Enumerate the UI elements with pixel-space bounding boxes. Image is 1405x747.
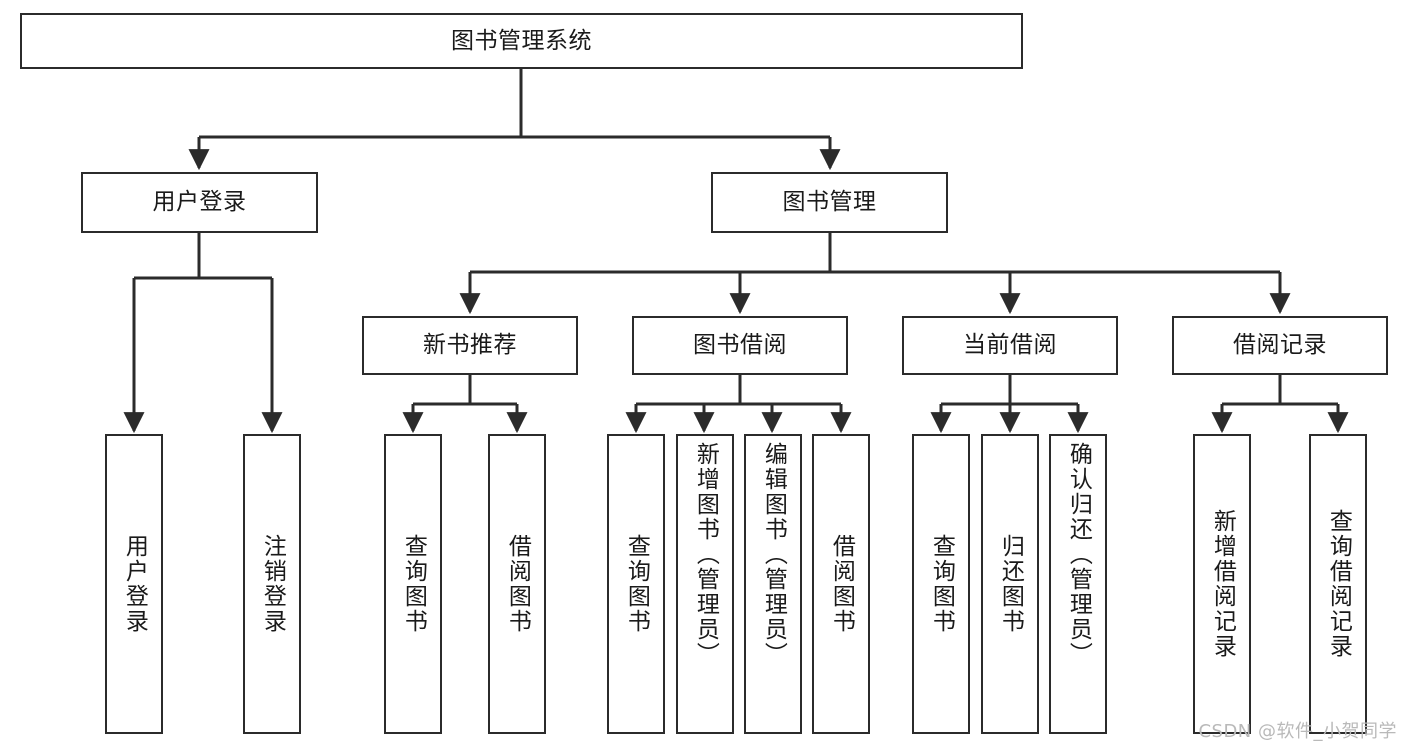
node-leaf-edit-book-label: 编辑图书（管理员） <box>760 442 787 667</box>
node-user-login[interactable]: 用户登录 <box>81 172 318 233</box>
node-leaf-query-book-2-label: 查询图书 <box>623 534 650 634</box>
node-leaf-add-record-label: 新增借阅记录 <box>1209 509 1236 659</box>
node-book-borrow-label: 图书借阅 <box>693 332 787 359</box>
node-book-manage[interactable]: 图书管理 <box>711 172 948 233</box>
node-leaf-query-record-label: 查询借阅记录 <box>1325 509 1352 659</box>
node-leaf-confirm-return-label: 确认归还（管理员） <box>1065 442 1092 667</box>
csdn-watermark: CSDN @软件_小贺同学 <box>1198 721 1397 742</box>
node-borrow-record-label: 借阅记录 <box>1233 332 1327 359</box>
node-leaf-confirm-return[interactable]: 确认归还（管理员） <box>1049 434 1107 734</box>
node-leaf-return-book[interactable]: 归还图书 <box>981 434 1039 734</box>
node-new-book-rec-label: 新书推荐 <box>423 332 517 359</box>
node-leaf-edit-book[interactable]: 编辑图书（管理员） <box>744 434 802 734</box>
node-leaf-add-book-label: 新增图书（管理员） <box>692 442 719 667</box>
node-leaf-borrow-book-2-label: 借阅图书 <box>828 534 855 634</box>
node-leaf-logout[interactable]: 注销登录 <box>243 434 301 734</box>
node-leaf-query-book-1[interactable]: 查询图书 <box>384 434 442 734</box>
node-leaf-query-book-3[interactable]: 查询图书 <box>912 434 970 734</box>
node-current-borrow-label: 当前借阅 <box>963 332 1057 359</box>
node-leaf-add-book[interactable]: 新增图书（管理员） <box>676 434 734 734</box>
node-leaf-user-login-label: 用户登录 <box>121 534 148 634</box>
node-book-borrow[interactable]: 图书借阅 <box>632 316 848 375</box>
node-current-borrow[interactable]: 当前借阅 <box>902 316 1118 375</box>
node-leaf-borrow-book-1-label: 借阅图书 <box>504 534 531 634</box>
node-new-book-rec[interactable]: 新书推荐 <box>362 316 578 375</box>
node-book-manage-label: 图书管理 <box>782 189 877 216</box>
node-root-label: 图书管理系统 <box>451 27 592 54</box>
node-leaf-query-book-2[interactable]: 查询图书 <box>607 434 665 734</box>
node-borrow-record[interactable]: 借阅记录 <box>1172 316 1388 375</box>
node-leaf-query-record[interactable]: 查询借阅记录 <box>1309 434 1367 734</box>
node-leaf-logout-label: 注销登录 <box>259 534 286 634</box>
node-leaf-add-record[interactable]: 新增借阅记录 <box>1193 434 1251 734</box>
node-leaf-query-book-1-label: 查询图书 <box>400 534 427 634</box>
node-leaf-borrow-book-2[interactable]: 借阅图书 <box>812 434 870 734</box>
node-root[interactable]: 图书管理系统 <box>20 13 1023 69</box>
node-leaf-borrow-book-1[interactable]: 借阅图书 <box>488 434 546 734</box>
node-leaf-query-book-3-label: 查询图书 <box>928 534 955 634</box>
node-leaf-return-book-label: 归还图书 <box>997 534 1024 634</box>
node-user-login-label: 用户登录 <box>152 189 247 216</box>
node-leaf-user-login[interactable]: 用户登录 <box>105 434 163 734</box>
